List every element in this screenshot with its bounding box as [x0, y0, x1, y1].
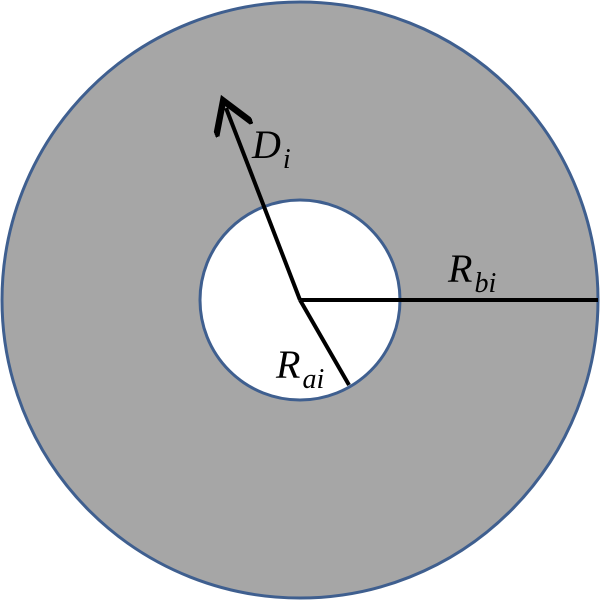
label-r-b: Rbi [447, 246, 496, 299]
label-r-a-main: R [275, 342, 300, 387]
label-r-b-sub: bi [474, 268, 496, 299]
label-d-main: D [251, 122, 281, 167]
inner-radius-line [298, 299, 351, 386]
label-d-sub: i [283, 144, 291, 175]
label-r-a: Rai [275, 342, 324, 395]
direction-arrow [226, 108, 302, 301]
label-r-b-main: R [447, 246, 472, 291]
label-r-a-sub: ai [302, 364, 324, 395]
label-d: Di [251, 122, 291, 175]
